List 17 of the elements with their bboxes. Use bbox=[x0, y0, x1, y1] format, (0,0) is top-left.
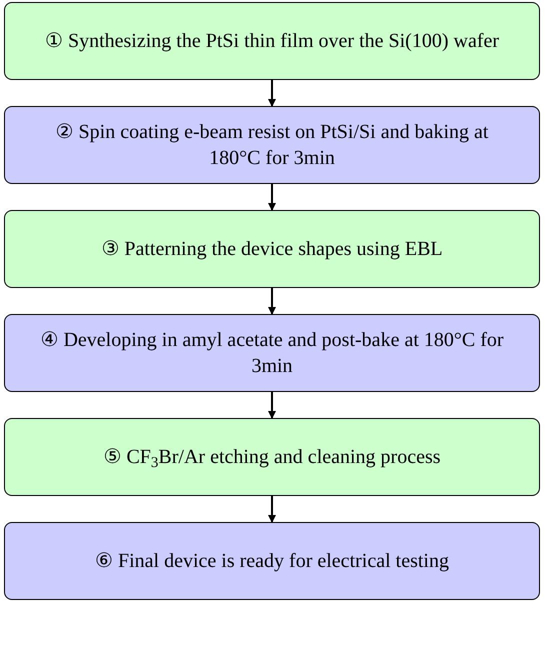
arrow bbox=[268, 80, 276, 107]
arrow bbox=[268, 184, 276, 211]
process-box bbox=[4, 314, 540, 392]
step-text: ④ Developing in amyl acetate and post-bake at 180°C for 3min bbox=[39, 328, 505, 379]
step-text: ② Spin coating e-beam resist on PtSi/Si and baking at 180°C for 3min bbox=[54, 120, 490, 171]
process-box bbox=[4, 106, 540, 184]
process-box bbox=[4, 522, 540, 600]
process-box bbox=[4, 418, 540, 496]
process-box bbox=[4, 210, 540, 288]
arrow bbox=[268, 288, 276, 315]
arrow bbox=[268, 392, 276, 419]
step-text: ③ Patterning the device shapes using EBL bbox=[101, 237, 443, 262]
step-text: ⑥ Final device is ready for electrical testing bbox=[95, 549, 449, 574]
process-box bbox=[4, 2, 540, 80]
step-text: ⑤ CF$_{3}$Br/Ar etching and cleaning process bbox=[103, 445, 441, 470]
step-text: ① Synthesizing the PtSi thin film over the Si(100) wafer bbox=[44, 29, 500, 54]
arrow bbox=[268, 496, 276, 523]
